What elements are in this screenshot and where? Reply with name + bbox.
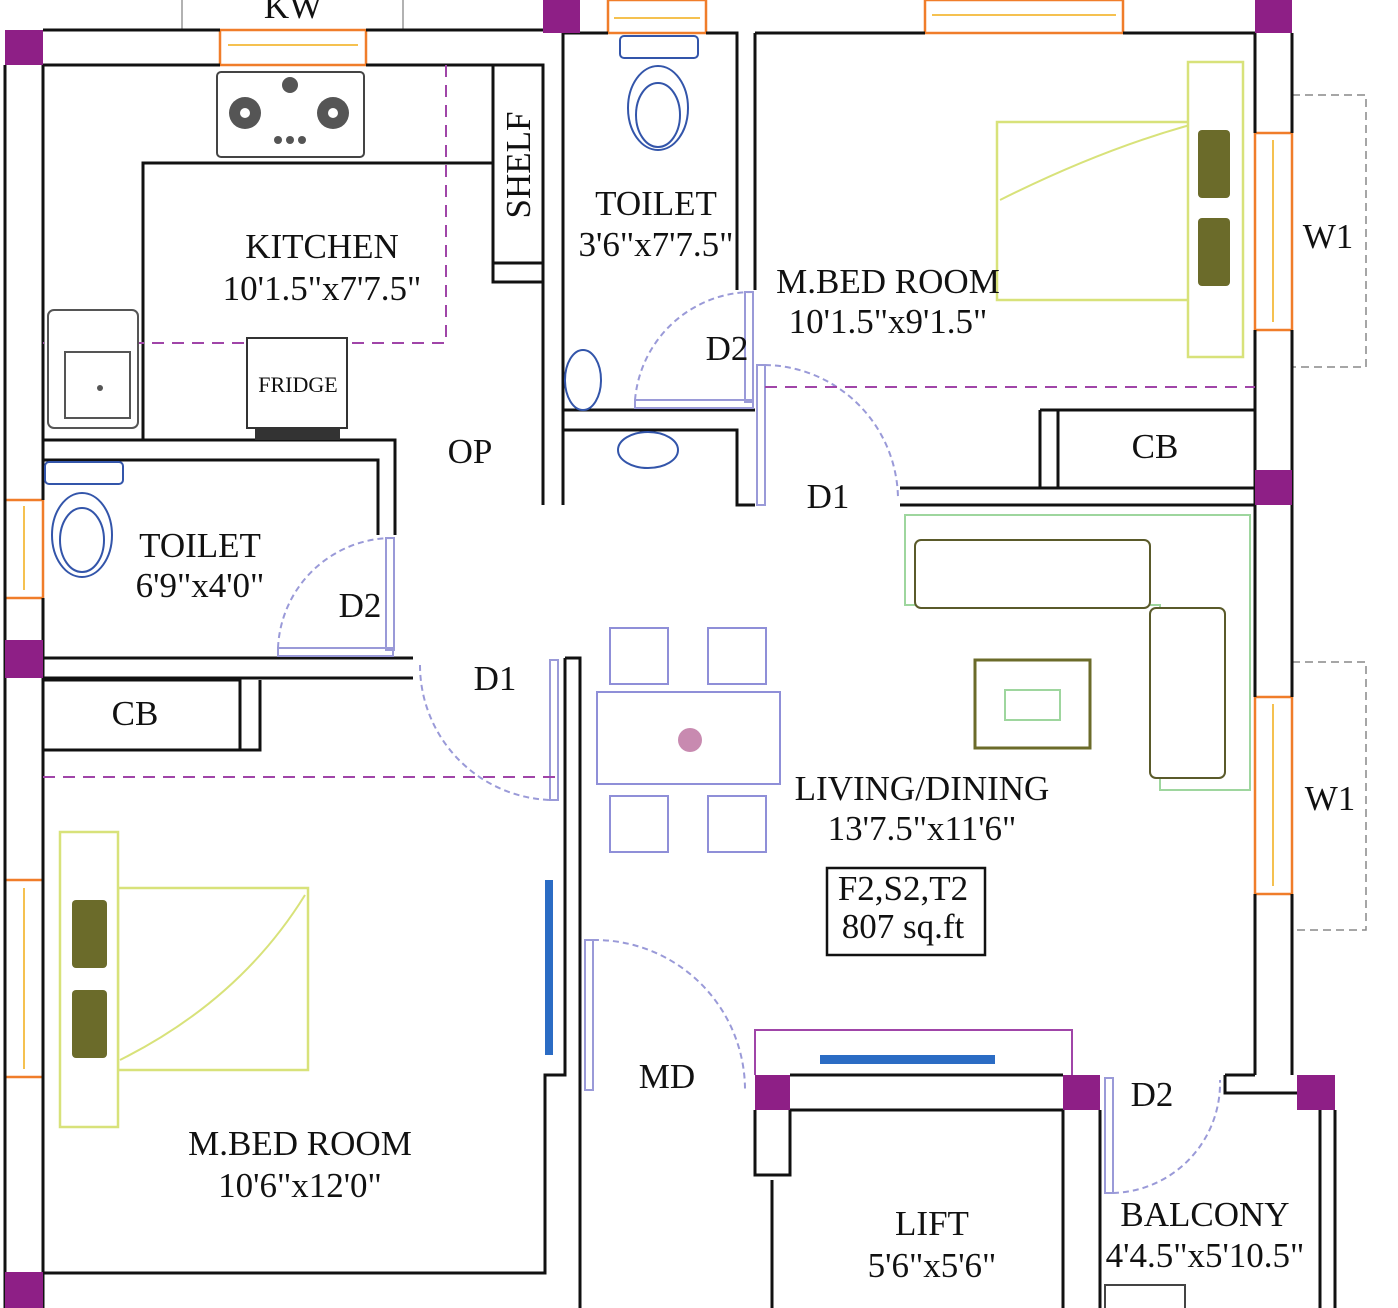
windows bbox=[3, 0, 1367, 1079]
toilet-left-name: TOILET bbox=[139, 526, 261, 565]
cb-top-label: CB bbox=[1132, 427, 1179, 466]
lift-name: LIFT bbox=[895, 1204, 969, 1243]
door-label-d2-toilet-top: D2 bbox=[706, 329, 749, 368]
area-box: F2,S2,T2 807 sq.ft bbox=[825, 866, 987, 957]
living-name: LIVING/DINING bbox=[795, 769, 1050, 808]
lift-dims: 5'6"x5'6" bbox=[868, 1246, 997, 1285]
doors bbox=[277, 290, 1222, 1194]
balcony-dims: 4'4.5"x5'10.5" bbox=[1106, 1236, 1305, 1275]
main-door-label: MD bbox=[639, 1057, 695, 1096]
op-label: OP bbox=[448, 432, 493, 471]
sink-icon bbox=[47, 309, 139, 429]
balcony-name: BALCONY bbox=[1120, 1195, 1289, 1234]
living-dims: 13'7.5"x11'6" bbox=[828, 809, 1017, 848]
door-label-d2-balcony: D2 bbox=[1131, 1075, 1174, 1114]
shelf-label: SHELF bbox=[499, 112, 538, 219]
kitchen-name: KITCHEN bbox=[245, 227, 399, 266]
sofa-icon bbox=[904, 514, 1251, 791]
columns bbox=[5, 0, 1335, 1308]
dashed-lines bbox=[43, 65, 1255, 778]
mbed-bottom-name: M.BED ROOM bbox=[188, 1124, 412, 1163]
door-label-d1-mbed-bottom: D1 bbox=[474, 659, 517, 698]
cb-left-label: CB bbox=[112, 694, 159, 733]
toilet-left-dims: 6'9"x4'0" bbox=[136, 566, 265, 605]
washing-machine-icon bbox=[1104, 1284, 1186, 1308]
fridge-icon bbox=[246, 337, 348, 440]
mbed-bottom-dims: 10'6"x12'0" bbox=[218, 1166, 382, 1205]
bed-icon bbox=[58, 60, 1245, 1129]
area-box-area: 807 sq.ft bbox=[842, 907, 965, 946]
dining-table-icon bbox=[596, 627, 781, 853]
window-label-w1-top: W1 bbox=[1303, 217, 1354, 256]
toilet-top-name: TOILET bbox=[595, 184, 717, 223]
area-box-units: F2,S2,T2 bbox=[838, 869, 968, 908]
door-label-d2-toilet-left: D2 bbox=[339, 586, 382, 625]
mbed-top-name: M.BED ROOM bbox=[776, 262, 1000, 301]
mbed-top-dims: 10'1.5"x9'1.5" bbox=[789, 302, 988, 341]
toilet-top-dims: 3'6"x7'7.5" bbox=[579, 225, 734, 264]
stove-icon bbox=[216, 71, 365, 158]
walls bbox=[3, 28, 1337, 1308]
fridge-label: FRIDGE bbox=[258, 372, 337, 397]
toilet-icon bbox=[44, 35, 699, 578]
window-label-kw: KW bbox=[264, 0, 322, 26]
door-label-d1-mbed-top: D1 bbox=[807, 477, 850, 516]
tv-icon bbox=[545, 880, 995, 1064]
window-label-w1-bottom: W1 bbox=[1305, 779, 1356, 818]
kitchen-dims: 10'1.5"x7'7.5" bbox=[223, 269, 422, 308]
